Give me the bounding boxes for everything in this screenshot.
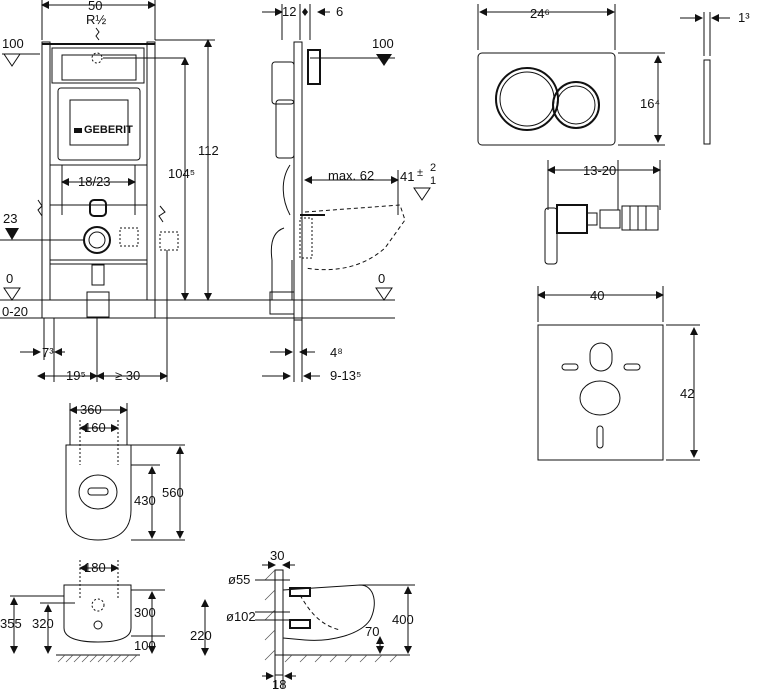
frame-width-label: 50: [88, 0, 102, 13]
water-icon: [37, 199, 43, 217]
tolerance-minus: 1: [430, 175, 436, 187]
bowl-height-70-label: 70: [365, 624, 379, 639]
level-100-label: 100: [2, 36, 24, 51]
bowl-top-view: 360 160 430 560: [65, 402, 185, 541]
connector-view: 13-20: [544, 160, 661, 265]
plate-thickness-label: 1³: [738, 10, 750, 25]
drain-height-marker: [5, 228, 19, 240]
pipe-size-label: R½: [86, 12, 106, 27]
bowl-height-300-label: 300: [134, 605, 156, 620]
offset-30-label: ≥ 30: [115, 368, 140, 383]
dim-48-label: 4⁸: [330, 345, 343, 360]
frame-front-view: 50 R½ GEBERIT 18/23 23: [0, 0, 258, 383]
bowl-front-view: 180 355 320 300 100: [0, 560, 165, 663]
brand-label: GEBERIT: [84, 124, 133, 136]
frame-height-label: 104⁵: [168, 166, 195, 181]
dim-9-13-label: 9-13⁵: [330, 368, 361, 383]
offset-19-label: 19⁵: [66, 368, 86, 383]
depth-12-label: 12: [282, 4, 296, 19]
tolerance-plus: 2: [430, 162, 436, 174]
plate-width-label: 24⁶: [530, 6, 550, 21]
mat-height-label: 42: [680, 386, 694, 401]
side-floor-level-label: 0: [378, 271, 385, 286]
max-62-label: max. 62: [328, 168, 374, 183]
bowl-length-560-label: 560: [162, 485, 184, 500]
total-height-label: 112: [198, 143, 219, 158]
stud-spacing-label: 18/23: [78, 174, 111, 189]
frame-side-view: 12 6 100 max. 62 41 ± 2 1 0 4: [258, 4, 436, 383]
depth-6-label: 6: [336, 4, 343, 19]
wall-depth-18-label: 18: [272, 677, 286, 690]
floor-level-label: 0: [6, 271, 13, 286]
flush-plate-view: 24⁶ 16⁴ 1³: [477, 4, 750, 146]
bowl-height-100-label: 100: [134, 638, 156, 653]
mat-width-label: 40: [590, 288, 604, 303]
tolerance-sign: ±: [417, 167, 423, 179]
bowl-length-430-label: 430: [134, 493, 156, 508]
plate-height-label: 16⁴: [640, 96, 660, 111]
pipe-55-label: ø55: [228, 572, 250, 587]
sound-mat-view: 40 42: [537, 286, 700, 461]
bowl-height-320-label: 320: [32, 616, 54, 631]
bowl-height-400-label: 400: [392, 612, 414, 627]
bowl-width-360-label: 360: [80, 402, 102, 417]
bowl-height-355-label: 355: [0, 616, 22, 631]
side-level-100-label: 100: [372, 36, 394, 51]
drain-height-label: 23: [3, 211, 17, 226]
bowl-width-180-label: 180: [84, 560, 106, 575]
bowl-height-220-label: 220: [190, 628, 212, 643]
water-inlet-icon: [95, 27, 100, 41]
connector-range-label: 13-20: [583, 163, 616, 178]
bowl-side-view: 30 ø55 ø102 220 400 70: [190, 548, 415, 690]
bowl-depth-30-label: 30: [270, 548, 284, 563]
floor-range-label: 0-20: [2, 304, 28, 319]
electric-icon: [158, 205, 166, 223]
offset-7-label: 7³: [42, 345, 54, 360]
tolerance-41-label: 41: [400, 169, 414, 184]
bowl-width-160-label: 160: [84, 420, 106, 435]
pipe-102-label: ø102: [226, 609, 256, 624]
